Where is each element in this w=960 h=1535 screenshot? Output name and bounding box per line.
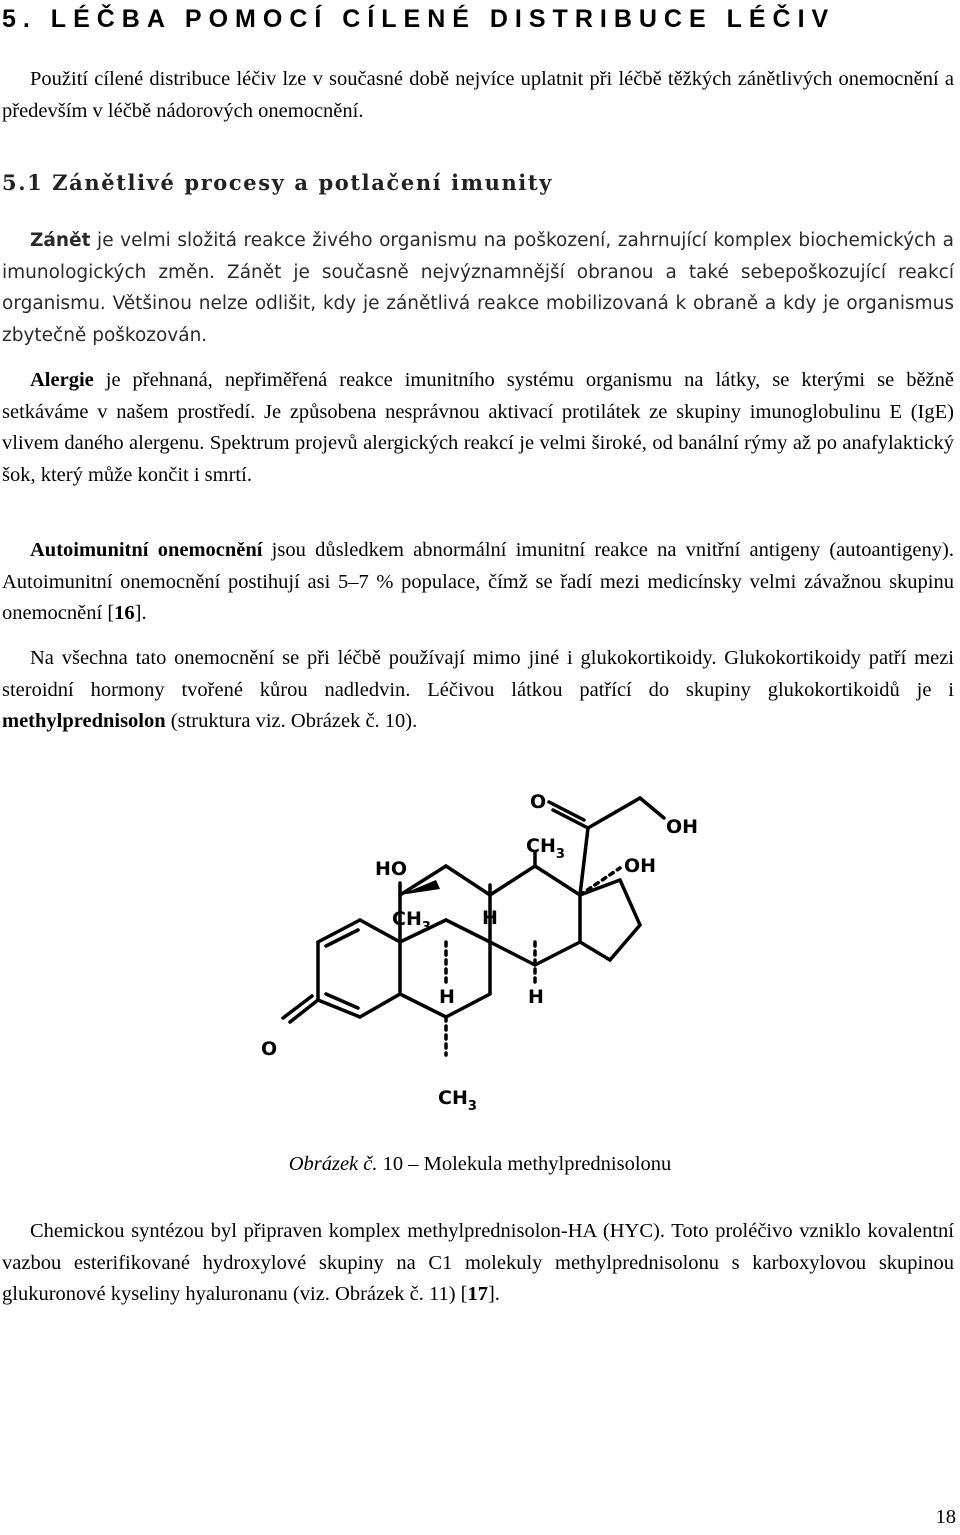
autoimmune-paragraph: Autoimunitní onemocnění jsou důsledkem a… <box>2 539 954 624</box>
label-ho-left: HO <box>375 858 407 880</box>
label-ch3-bottom: CH3 <box>438 1087 477 1114</box>
intro-paragraph: Použití cílené distribuce léčiv lze v so… <box>2 68 954 122</box>
caption-text: 10 – Molekula methylprednisolonu <box>377 1153 672 1175</box>
page-number: 18 <box>935 1506 957 1528</box>
term-allergy: Alergie <box>30 369 94 391</box>
label-oh-right: OH <box>624 855 656 877</box>
autoimmune-text: jsou důsledkem abnormální imunitní reakc… <box>2 539 954 624</box>
label-o-top: O <box>530 791 546 813</box>
term-autoimmune: Autoimunitní onemocnění <box>30 539 263 561</box>
glucocorticoid-paragraph: Na všechna tato onemocnění se při léčbě … <box>2 647 954 732</box>
caption-label: Obrázek č. <box>288 1153 378 1175</box>
reference-16: 16 <box>114 602 135 624</box>
figure-caption: Obrázek č. 10 – Molekula methylprednisol… <box>0 1150 960 1178</box>
label-h-lower-left: H <box>439 986 455 1008</box>
synthesis-paragraph: Chemickou syntézou byl připraven komplex… <box>2 1220 954 1305</box>
section-heading: 5. LÉČBA POMOCÍ CÍLENÉ DISTRIBUCE LÉČIV <box>2 5 836 33</box>
allergy-text: je přehnaná, nepřiměřená reakce imunitní… <box>2 369 954 486</box>
allergy-paragraph: Alergie je přehnaná, nepřiměřená reakce … <box>2 365 954 491</box>
inflammation-text: je velmi složitá reakce živého organismu… <box>2 230 954 346</box>
label-h-lower-right: H <box>528 986 544 1008</box>
subsection-heading: 5.1 Zánětlivé procesy a potlačení imunit… <box>2 170 553 195</box>
label-h-upper: H <box>482 907 498 929</box>
term-inflammation: Zánět <box>30 230 91 251</box>
label-ch3-mid: CH3 <box>392 908 431 935</box>
inflammation-paragraph: Zánět je velmi složitá reakce živého org… <box>2 225 954 351</box>
label-o-left: O <box>261 1038 277 1060</box>
term-methylprednisolone: methylprednisolon <box>2 710 166 732</box>
label-ch3-top: CH3 <box>526 835 565 862</box>
methylprednisolone-structure: O OH CH3 OH HO CH3 H H H O CH3 <box>261 791 698 1114</box>
reference-17: 17 <box>467 1283 488 1305</box>
label-oh-top: OH <box>666 816 698 838</box>
